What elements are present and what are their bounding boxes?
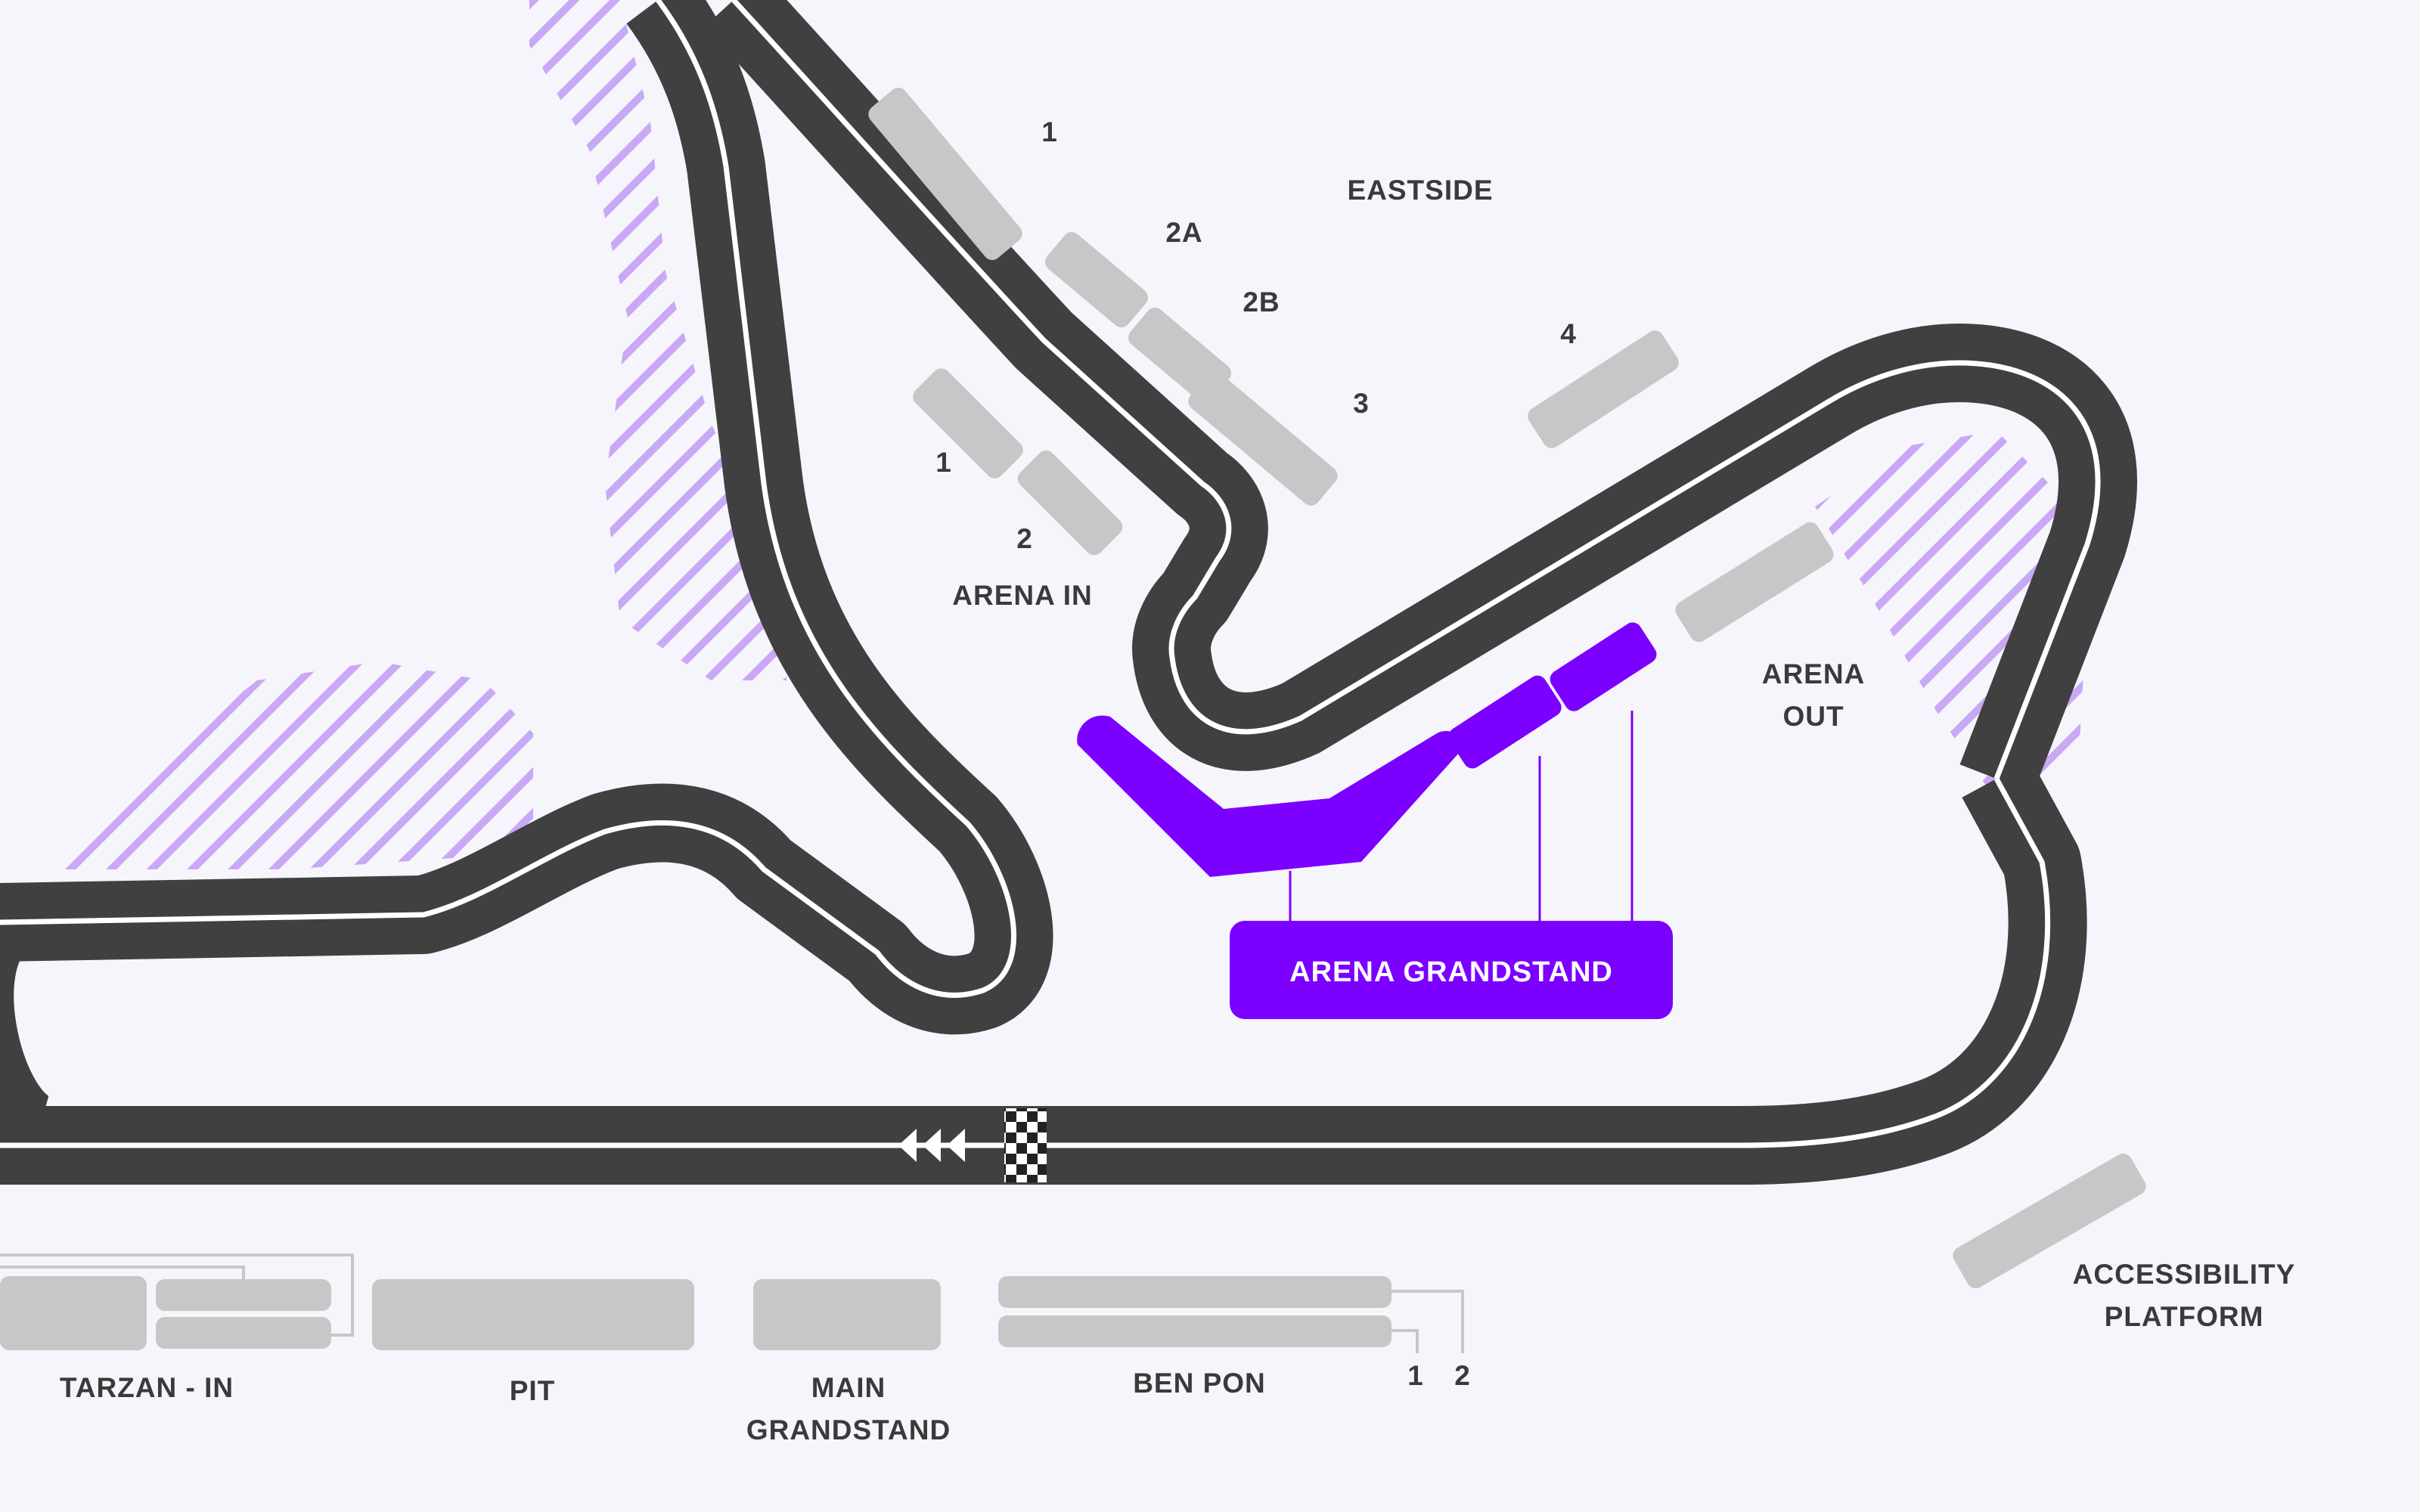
tarzan-in-label: TARZAN - IN [60,1372,234,1403]
arena-grandstand-badge[interactable]: ARENA GRANDSTAND [1230,921,1673,1019]
ben-pon-stands[interactable] [998,1276,1464,1353]
ben-pon-label: BEN PON [1133,1368,1266,1399]
arena-in-stand-1-label: 1 [935,447,952,478]
hatched-area-west [60,662,533,869]
arena-out-stand[interactable] [1672,519,1837,645]
ben-pon-stand-1-label: 1 [1407,1360,1424,1391]
main-grandstand-label-line2: GRANDSTAND [746,1414,951,1445]
arena-grandstand-label: ARENA GRANDSTAND [1289,956,1613,988]
eastside-label: EASTSIDE [1347,175,1493,206]
arena-out-label-line1: ARENA [1762,658,1866,689]
arena-in-stands[interactable] [909,364,1126,559]
eastside-stand-3-label: 3 [1353,388,1370,419]
main-grandstand[interactable] [753,1279,941,1350]
eastside-stand-4-label: 4 [1560,318,1577,349]
tarzan-in-stands[interactable] [0,1253,354,1350]
eastside-stand-2b-label: 2B [1243,287,1280,318]
accessibility-label-line2: PLATFORM [2105,1301,2264,1332]
eastside-stand-2a-label: 2A [1165,217,1202,248]
hatched-area-north [529,0,786,680]
checkered-flag-icon [1004,1108,1047,1182]
main-grandstand-label-line1: MAIN [811,1372,886,1403]
arena-in-label: ARENA IN [952,580,1092,611]
accessibility-platform[interactable] [1950,1151,2149,1292]
accessibility-label-line1: ACCESSIBILITY [2073,1259,2296,1290]
eastside-stands[interactable] [864,84,1682,510]
arena-out-label-line2: OUT [1782,701,1844,732]
ben-pon-stand-2-label: 2 [1454,1360,1471,1391]
pit-label: PIT [510,1375,556,1406]
arena-grandstand[interactable] [1077,619,1660,924]
race-track [0,0,2137,1185]
eastside-stand-1-label: 1 [1041,116,1058,147]
direction-arrows-icon [898,1129,965,1162]
pit-stand[interactable] [372,1279,694,1350]
arena-in-stand-2-label: 2 [1016,523,1033,554]
